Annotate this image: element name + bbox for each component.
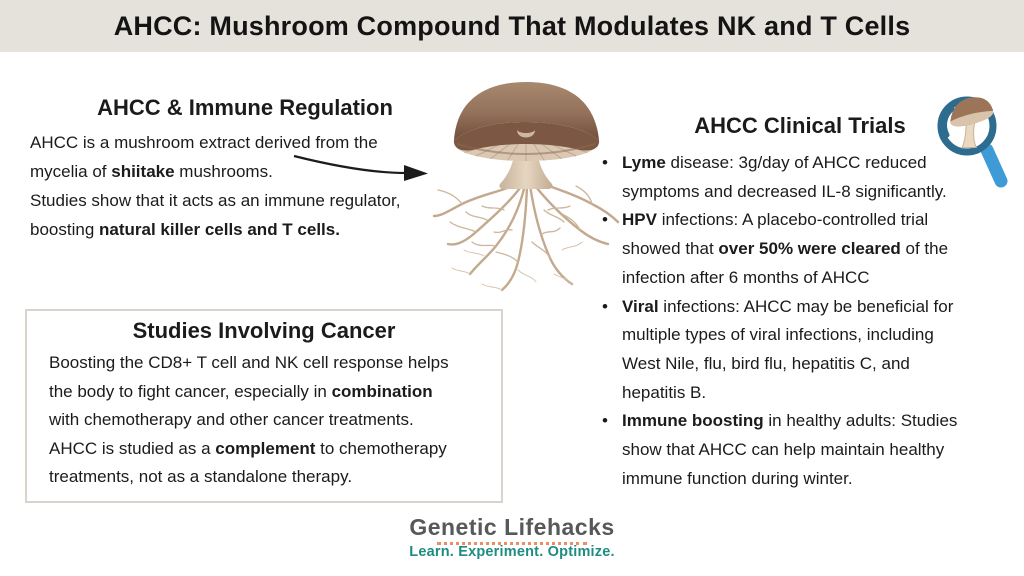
- bold-text-run: complement: [215, 438, 316, 458]
- text-run: show that AHCC can help maintain healthy: [622, 440, 945, 460]
- text-run: to chemotherapy: [315, 438, 447, 458]
- text-run: the body to fight cancer, especially in: [49, 381, 332, 401]
- bold-text-run: Viral: [622, 296, 659, 316]
- text-run: of the: [900, 239, 949, 259]
- magnifier-mushroom-icon: [930, 88, 1014, 192]
- brand-logo: Genetic Lifehacks Learn. Experiment. Opt…: [0, 514, 1024, 560]
- page-title: AHCC: Mushroom Compound That Modulates N…: [113, 11, 911, 41]
- cancer-box-heading: Studies Involving Cancer: [132, 318, 396, 343]
- text-line: HPV infections: A placebo-controlled tri…: [622, 206, 948, 235]
- immune-section-heading: AHCC & Immune Regulation: [97, 95, 393, 120]
- text-run: hepatitis B.: [622, 382, 707, 402]
- text-line: Studies show that it acts as an immune r…: [30, 186, 400, 215]
- text-line: hepatitis B.: [622, 379, 953, 408]
- bold-text-run: Lyme: [622, 153, 666, 172]
- text-run: Boosting the CD8+ T cell and NK cell res…: [49, 353, 449, 372]
- text-line: show that AHCC can help maintain healthy: [622, 436, 957, 465]
- text-run: multiple types of viral infections, incl…: [622, 325, 934, 345]
- bullet-item: • Viral infections: AHCC may be beneficia…: [602, 293, 1022, 408]
- text-run: with chemotherapy and other cancer treat…: [49, 410, 414, 430]
- bullet-text: Immune boosting in healthy adults: Studi…: [622, 407, 957, 493]
- text-run: showed that: [622, 239, 719, 259]
- text-line: multiple types of viral infections, incl…: [622, 321, 953, 350]
- text-run: infections: AHCC may be beneficial for: [658, 296, 954, 316]
- bold-text-run: natural killer cells and T cells.: [99, 220, 340, 239]
- curved-arrow-svg: [293, 154, 428, 181]
- text-run: AHCC is a mushroom extract derived from …: [30, 133, 378, 152]
- text-line: showed that over 50% were cleared of the: [622, 235, 948, 264]
- text-line: with chemotherapy and other cancer treat…: [49, 406, 501, 435]
- bullet-text: Lyme disease: 3g/day of AHCC reduced symp…: [622, 149, 947, 206]
- cancer-box-paragraph: Boosting the CD8+ T cell and NK cell res…: [49, 349, 501, 492]
- bullet-marker: •: [602, 210, 608, 230]
- curved-arrow-icon: [292, 151, 432, 185]
- bullet-text: HPV infections: A placebo-controlled tri…: [622, 206, 948, 292]
- text-line: Lyme disease: 3g/day of AHCC reduced: [622, 149, 947, 178]
- text-run: immune function during winter.: [622, 468, 853, 488]
- text-run: boosting: [30, 220, 99, 239]
- text-line: symptoms and decreased IL-8 significantl…: [622, 178, 947, 207]
- text-run: infections: A placebo-controlled trial: [656, 210, 929, 230]
- text-line: treatments, not as a standalone therapy.: [49, 463, 501, 492]
- cancer-studies-box: Studies Involving Cancer Boosting the CD…: [25, 309, 503, 503]
- text-line: Viral infections: AHCC may be beneficial…: [622, 293, 953, 322]
- mushroom-svg: [432, 82, 620, 292]
- text-run: AHCC is studied as a: [49, 438, 216, 458]
- bullet-marker: •: [602, 296, 608, 316]
- text-line: Immune boosting in healthy adults: Studi…: [622, 407, 957, 436]
- magnifier-svg: [937, 96, 1008, 188]
- text-run: symptoms and decreased IL-8 significantl…: [622, 181, 947, 201]
- bullet-marker: •: [602, 153, 608, 172]
- bold-text-run: shiitake: [111, 162, 175, 181]
- text-run: West Nile, flu, bird flu, hepatitis C, a…: [622, 353, 910, 373]
- text-run: mushrooms.: [174, 162, 273, 181]
- bullet-item: • Immune boosting in healthy adults: Stud…: [602, 407, 1022, 493]
- bullet-marker: •: [602, 411, 608, 431]
- header-band: AHCC: Mushroom Compound That Modulates N…: [0, 0, 1024, 52]
- bullet-item: • Lyme disease: 3g/day of AHCC reduced sym…: [602, 149, 1022, 206]
- text-run: infection after 6 months of AHCC: [622, 267, 870, 287]
- brand-name: Genetic Lifehacks: [409, 514, 615, 540]
- text-line: infection after 6 months of AHCC: [622, 264, 948, 293]
- text-run: disease: 3g/day of AHCC reduced: [665, 153, 927, 172]
- clinical-bullet-list: • Lyme disease: 3g/day of AHCC reduced sym…: [602, 149, 1022, 493]
- bold-text-run: combination: [331, 381, 433, 401]
- bold-text-run: HPV: [622, 210, 657, 230]
- text-run: in healthy adults: Studies: [763, 411, 958, 431]
- bullet-item: • HPV infections: A placebo-controlled tr…: [602, 206, 1022, 292]
- brand-tagline: Learn. Experiment. Optimize.: [409, 544, 615, 560]
- text-line: immune function during winter.: [622, 465, 957, 494]
- brand-dotted-divider: [437, 542, 587, 545]
- text-line: boosting natural killer cells and T cell…: [30, 215, 400, 244]
- text-run: mycelia of: [30, 162, 112, 181]
- text-run: Studies show that it acts as an immune r…: [30, 191, 401, 210]
- text-line: West Nile, flu, bird flu, hepatitis C, a…: [622, 350, 953, 379]
- clinical-section-heading: AHCC Clinical Trials: [694, 113, 906, 138]
- bold-text-run: Immune boosting: [622, 411, 764, 431]
- text-line: mycelia of shiitake mushrooms.: [30, 157, 400, 186]
- mushroom-mycelia-illustration-icon: [424, 70, 629, 300]
- bold-text-run: over 50% were cleared: [718, 239, 901, 259]
- text-line: the body to fight cancer, especially in …: [49, 378, 501, 407]
- text-line: Boosting the CD8+ T cell and NK cell res…: [49, 349, 501, 378]
- immune-section-paragraph: AHCC is a mushroom extract derived from …: [30, 128, 400, 244]
- text-line: AHCC is a mushroom extract derived from …: [30, 128, 400, 157]
- text-run: treatments, not as a standalone therapy.: [49, 467, 353, 487]
- text-line: AHCC is studied as a complement to chemo…: [49, 435, 501, 464]
- bullet-text: Viral infections: AHCC may be beneficial…: [622, 293, 953, 408]
